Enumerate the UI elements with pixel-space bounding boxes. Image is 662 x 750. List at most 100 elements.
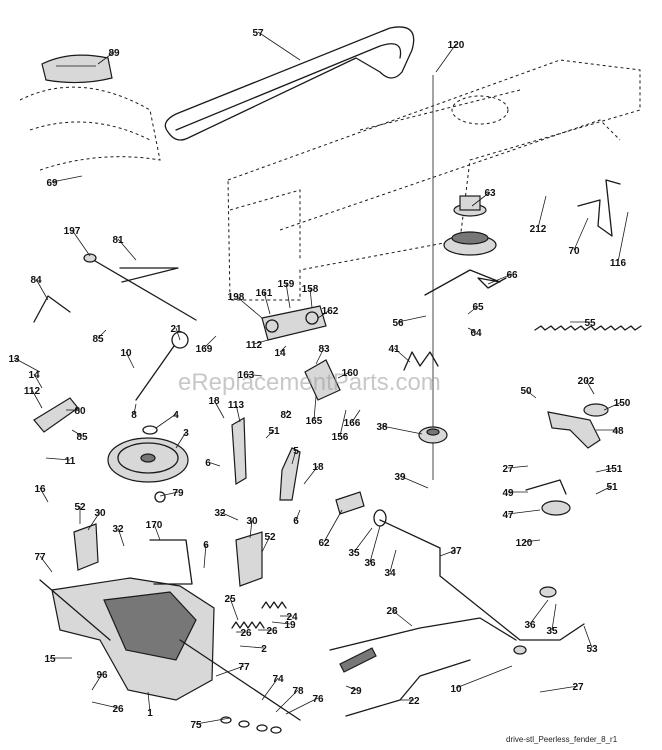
callout-leader xyxy=(271,621,291,625)
callout-150: 150 xyxy=(603,398,631,411)
callout-leader xyxy=(125,351,135,369)
callout-number: 151 xyxy=(606,464,623,475)
callout-63: 63 xyxy=(471,188,496,207)
callout-28: 28 xyxy=(386,606,413,627)
callout-leader xyxy=(369,525,381,563)
callout-21: 21 xyxy=(170,324,182,341)
callout-number: 169 xyxy=(196,344,213,355)
callout-number: 165 xyxy=(306,416,323,427)
callout-leader xyxy=(551,603,557,631)
callout-leader xyxy=(353,527,373,553)
callout-leader xyxy=(117,527,125,547)
callout-leader xyxy=(345,685,357,691)
callout-number: 16 xyxy=(34,484,46,495)
callout-leader xyxy=(239,645,265,649)
callout-112: 112 xyxy=(24,386,43,409)
fender-outline xyxy=(19,54,161,171)
callout-number: 80 xyxy=(74,406,86,417)
callout-number: 57 xyxy=(252,28,264,39)
callout-77: 77 xyxy=(215,662,250,677)
callout-leader xyxy=(507,509,541,515)
callout-158: 158 xyxy=(302,284,319,309)
callout-leader xyxy=(235,295,263,319)
callout-number: 5 xyxy=(293,446,299,457)
callout-leader xyxy=(309,287,313,309)
callout-27: 27 xyxy=(502,464,529,475)
callout-50: 50 xyxy=(520,386,537,399)
callout-number: 77 xyxy=(34,552,46,563)
callout-leader xyxy=(31,389,43,409)
callout-number: 8 xyxy=(131,410,137,421)
callout-24: 24 xyxy=(280,612,298,623)
callout-76: 76 xyxy=(285,694,324,715)
callout-leader xyxy=(207,461,221,467)
callout-leader xyxy=(537,195,547,229)
callout-116: 116 xyxy=(610,211,629,269)
callout-number: 77 xyxy=(238,662,250,673)
callout-number: 13 xyxy=(8,354,20,365)
callout-81: 81 xyxy=(112,235,137,261)
callout-number: 27 xyxy=(572,682,584,693)
callout-38: 38 xyxy=(376,422,423,435)
callout-number: 10 xyxy=(120,348,132,359)
callout-56: 56 xyxy=(392,315,427,329)
callout-84: 84 xyxy=(30,275,49,301)
callout-number: 69 xyxy=(46,178,58,189)
callout-number: 162 xyxy=(322,306,339,317)
callout-leader xyxy=(539,685,579,693)
callout-number: 53 xyxy=(586,644,598,655)
callout-32: 32 xyxy=(112,524,125,547)
callout-6: 6 xyxy=(293,509,301,527)
callout-number: 63 xyxy=(484,188,496,199)
callout-number: 197 xyxy=(64,226,81,237)
callout-leader xyxy=(471,191,491,207)
callout-197: 197 xyxy=(64,226,91,257)
callout-8: 8 xyxy=(131,403,137,421)
idler-bracket xyxy=(424,269,507,296)
bracket-right xyxy=(235,531,263,587)
callout-number: 85 xyxy=(76,432,88,443)
callout-number: 49 xyxy=(502,488,514,499)
callout-85: 85 xyxy=(92,329,107,345)
callout-leader xyxy=(507,465,529,469)
callout-79: 79 xyxy=(159,488,184,499)
callout-leader xyxy=(87,511,101,531)
callout-65: 65 xyxy=(467,302,484,315)
callout-number: 26 xyxy=(240,628,252,639)
callout-number: 27 xyxy=(502,464,514,475)
diagram-caption: drive-stl_Peerless_fender_8_r1 xyxy=(506,735,618,744)
callout-number: 36 xyxy=(364,558,376,569)
callout-leader xyxy=(117,238,137,261)
callout-57: 57 xyxy=(252,28,301,61)
callout-number: 6 xyxy=(203,540,209,551)
callout-15: 15 xyxy=(44,654,72,665)
callout-202: 202 xyxy=(578,376,595,395)
callout-leader xyxy=(13,357,41,373)
callout-leader xyxy=(147,691,151,713)
linkage-rods xyxy=(329,519,585,717)
callout-leader xyxy=(315,347,325,365)
callout-number: 18 xyxy=(312,462,324,473)
callout-36: 36 xyxy=(524,599,549,631)
callout-number: 113 xyxy=(228,400,245,411)
callout-18: 18 xyxy=(208,396,225,419)
callout-number: 81 xyxy=(112,235,124,246)
callout-leader xyxy=(91,673,103,691)
callout-18: 18 xyxy=(303,462,324,485)
callout-number: 112 xyxy=(24,386,41,397)
callout-number: 161 xyxy=(256,288,273,299)
callout-leader xyxy=(391,609,413,627)
callout-32: 32 xyxy=(214,508,239,521)
callout-13: 13 xyxy=(8,354,41,373)
callout-leader xyxy=(235,403,241,423)
callout-leader xyxy=(595,467,615,473)
callout-number: 202 xyxy=(578,376,595,387)
callout-leader xyxy=(323,509,343,543)
callout-number: 52 xyxy=(74,502,86,513)
callout-30: 30 xyxy=(246,516,258,539)
callout-leader xyxy=(285,282,291,309)
callout-leader xyxy=(195,717,231,725)
callout-37: 37 xyxy=(439,546,462,557)
callout-number: 24 xyxy=(286,612,298,623)
